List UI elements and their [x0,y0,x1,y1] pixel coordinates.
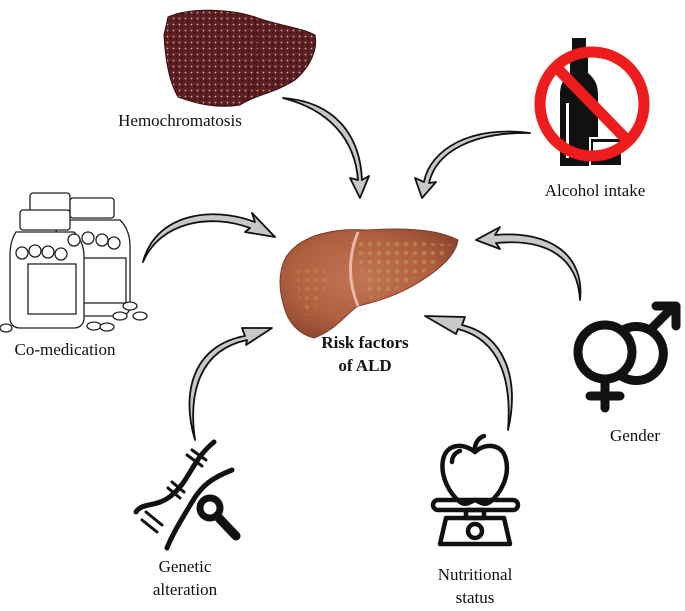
arrow-gender [475,226,582,301]
center-title-line2: of ALD [338,356,392,375]
dna-wrench-icon [133,439,241,551]
no-alcohol-icon [534,38,650,167]
arrow-hemochromatosis [282,97,370,199]
factor-label-nutritional-line2: status [455,588,495,607]
liver-icon [279,228,459,339]
center-title-line1: Risk factors [321,333,409,352]
pill-bottles-icon [0,192,148,333]
arrow-nutritional [424,315,513,431]
factor-label-nutritional-line1: Nutritional [437,565,513,584]
gender-symbols-icon [573,301,681,413]
iron-overloaded-liver-icon [163,9,317,107]
arrow-alcohol [414,130,531,199]
factor-label-gender: Gender [609,426,661,445]
apple-scale-icon [430,433,521,547]
arrow-co-medication [142,212,276,263]
factor-label-alcohol: Alcohol intake [544,181,646,200]
factor-label-hemochromatosis: Hemochromatosis [118,111,242,130]
factor-label-genetic-line2: alteration [152,580,218,599]
factor-label-co-medication: Co-medication [14,340,116,359]
arrow-genetic [188,327,273,441]
factor-label-genetic-line1: Genetic [158,557,212,576]
